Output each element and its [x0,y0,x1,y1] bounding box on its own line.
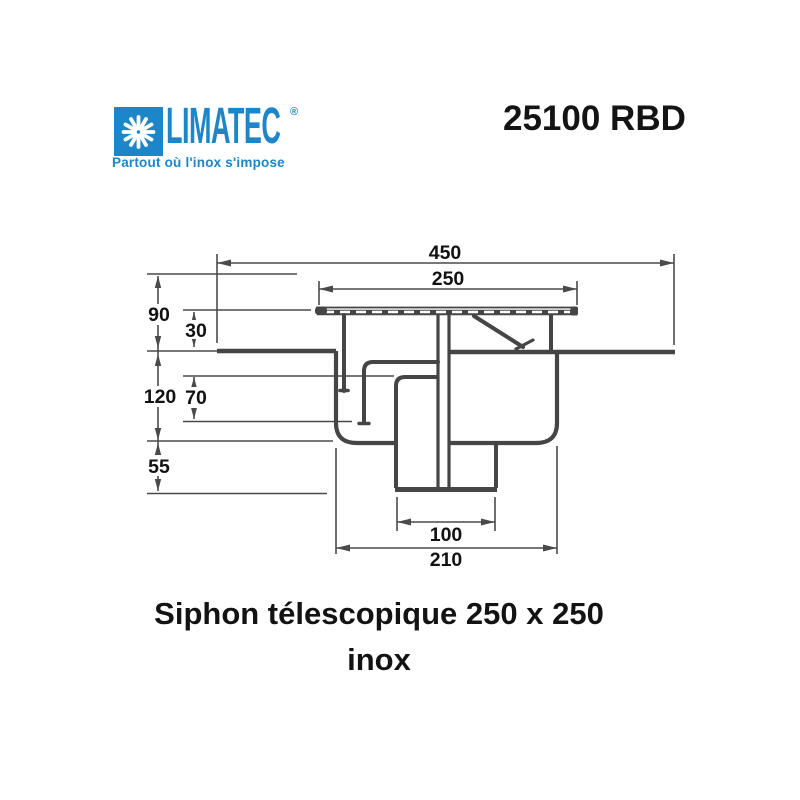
product-title: Siphon télescopique 250 x 250 inox [0,591,758,683]
logo-tagline: Partout où l'inox s'impose [112,155,285,170]
registered-mark-icon: ® [290,106,299,118]
product-title-line1: Siphon télescopique 250 x 250 [154,596,604,631]
bowl-left [333,351,396,446]
dimension-arrows [154,259,674,552]
product-code: 25100 RBD [503,99,686,138]
siphon-cross-section [217,306,675,492]
product-title-line2: inox [347,642,411,677]
grate-right-cap [570,306,578,316]
dim-label-210: 210 [430,549,463,571]
dimension-label-backgrounds [139,304,210,476]
dimension-labels: 450 250 90 30 120 70 55 100 210 [144,245,465,571]
dim-label-90: 90 [148,304,170,326]
strainer-handle [472,314,525,349]
dip-tube-baffle [362,360,440,423]
sunflower-icon [114,107,163,156]
dim-label-70: 70 [185,387,207,409]
brand-name: LIMATEC [166,97,281,154]
dim-label-30: 30 [185,320,207,342]
dim-label-450: 450 [429,245,462,264]
bowl-right [450,353,560,446]
outlet-pipe-left [394,375,438,488]
grate-left-cap [315,306,327,315]
brand-row: LIMATEC ® [166,97,306,154]
dim-label-120: 120 [144,386,177,408]
logo-mark [114,107,163,156]
dimension-lines [147,254,675,554]
dim-label-55: 55 [148,456,170,478]
dim-label-100: 100 [430,524,463,546]
dim-label-250: 250 [432,268,465,290]
technical-drawing: 450 250 90 30 120 70 55 100 210 [139,245,675,571]
